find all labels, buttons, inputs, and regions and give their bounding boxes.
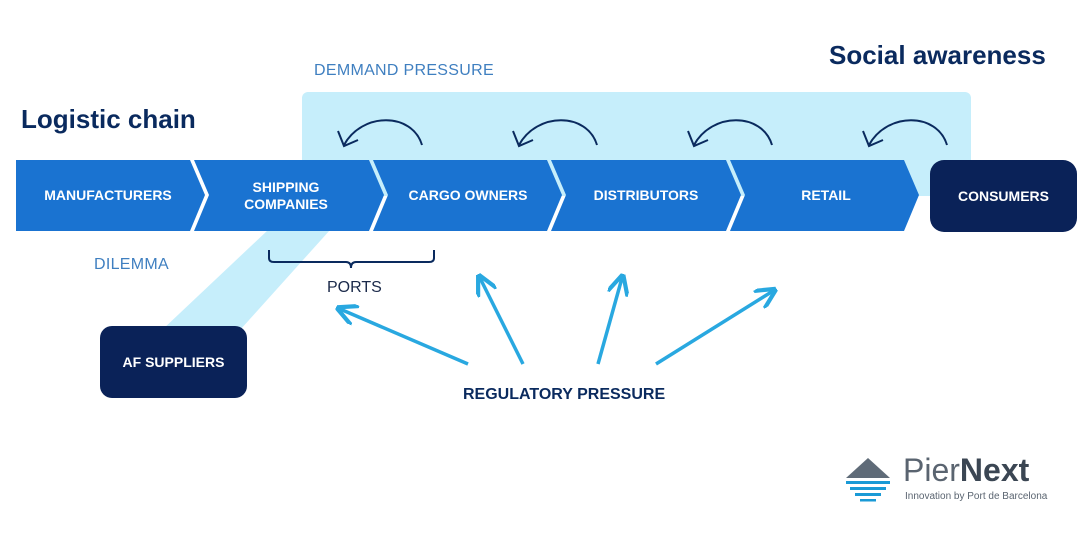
chain-label-shipping-companies: SHIPPING COMPANIES — [244, 178, 328, 212]
ports-label: PORTS — [327, 279, 382, 296]
regulatory-arrows — [340, 278, 773, 366]
logo-name-bold: Next — [959, 452, 1030, 488]
node-consumers — [930, 160, 1077, 232]
logistic-chain-title: Logistic chain — [21, 104, 196, 134]
demand-arrow-4 — [868, 119, 948, 146]
demand-pressure-label: DEMMAND PRESSURE — [314, 62, 494, 79]
regulatory-arrow-retail — [655, 291, 773, 366]
social-awareness-title: Social awareness — [829, 40, 1046, 70]
demand-arrow-2 — [518, 119, 598, 146]
node-af-suppliers — [100, 326, 247, 398]
demand-arrow-3-head — [687, 130, 709, 148]
chain-label-cargo-owners: CARGO OWNERS — [408, 187, 528, 203]
regulatory-arrow-distributors — [596, 278, 622, 365]
chevron-shipping-companies — [194, 160, 384, 231]
dilemma-band — [162, 230, 330, 330]
demand-arrows — [337, 119, 948, 148]
consumers-label: CONSUMERS — [957, 187, 1049, 204]
piernext-logo-wordmark: PierNext — [903, 452, 1029, 489]
chain-label-retail: RETAIL — [801, 187, 851, 203]
af-suppliers-label: AF SUPPLIERS — [122, 353, 225, 370]
demand-arrow-3 — [693, 119, 773, 146]
logo-name-light: Pier — [903, 452, 960, 488]
demand-arrow-2-head — [512, 130, 534, 148]
chevron-cargo-owners — [373, 160, 562, 231]
piernext-logo-tagline: Innovation by Port de Barcelona — [905, 491, 1048, 502]
chevron-retail — [730, 160, 919, 231]
piernext-logo-icon — [846, 458, 890, 502]
chain-label-manufacturers: MANUFACTURERS — [44, 187, 172, 203]
ports-brace — [268, 250, 435, 269]
chevron-distributors — [551, 160, 741, 231]
demand-arrow-4-head — [862, 130, 884, 148]
regulatory-pressure-label: REGULATORY PRESSURE — [463, 386, 666, 403]
regulatory-arrow-ports — [340, 309, 469, 366]
demand-arrow-1 — [343, 119, 423, 146]
chevron-manufacturers — [16, 160, 205, 231]
demand-arrow-1-head — [337, 130, 359, 148]
chain-label-distributors: DISTRIBUTORS — [593, 187, 699, 203]
regulatory-arrow-cargo-owners — [480, 278, 525, 365]
dilemma-label: DILEMMA — [94, 256, 169, 273]
